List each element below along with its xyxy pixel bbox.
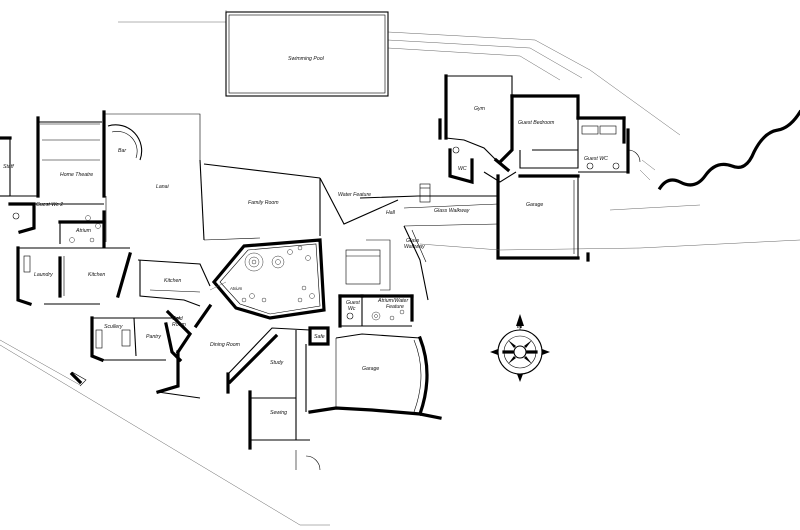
garage-top-block: Garage [496,174,590,262]
swimming-pool: Swimming Pool [225,11,389,97]
room-label-safe: Safe [314,334,325,340]
garage-bottom-block: Garage [308,333,442,420]
atrium-center: Atrium [211,238,326,320]
room-label-water-feature: Water Feature [338,192,371,198]
compass: N [490,314,550,382]
room-label-study: Study [270,360,284,366]
room-label-scullery: Scullery [104,324,123,330]
room-label-home-theatre: Home Theatre [60,172,93,178]
north-arrow-icon [516,314,524,326]
west-wing: Staff Home Theatre Bar [0,110,148,198]
compass-north-label: N [517,323,522,330]
room-label-sewing: Sewing [270,410,287,416]
room-label-garage-top: Garage [526,202,543,208]
kitchen-right: Kitchen [137,259,211,307]
room-label-pantry: Pantry [146,334,161,340]
room-label-hall: Hall [386,210,396,216]
stairs [345,239,391,291]
room-label-garage-bottom: Garage [362,366,379,372]
lanai: Lanai [105,113,205,242]
room-label-kitchen-right: Kitchen [164,278,181,284]
misc-lines [69,243,501,387]
room-label-bar: Bar [118,148,126,154]
room-label-gym: Gym [474,106,486,112]
dining-study-block: Dining Room Safe Study Sewing [156,303,330,471]
room-label-atrium-left: Atrium [75,228,92,234]
retaining-wall [639,109,800,191]
atrium-left-block: Guest Wc 2 Atrium [8,202,106,248]
room-label-glass-walkway-1: Glass Walkway [434,208,470,214]
room-label-guest-wc-top: Guest WC [584,156,608,162]
north-wing: Gym Guest Bedroom Guest WC WC [438,74,641,185]
room-label-laundry: Laundry [34,272,53,278]
room-label-wc: WC [458,166,467,172]
room-label-lanai: Lanai [156,184,170,190]
room-label-atrium-center: Atrium [229,286,243,291]
room-label-staff: Staff [3,164,14,170]
room-label-dining-room: Dining Room [210,342,241,348]
family-room: Family Room Water Feature [203,163,399,241]
room-label-family-room: Family Room [248,200,279,206]
room-label-guest-wc-2: Guest Wc 2 [36,202,63,208]
room-label-swimming-pool: Swimming Pool [288,56,325,62]
room-label-kitchen-left: Kitchen [88,272,105,278]
room-label-guest-bedroom: Guest Bedroom [518,120,555,126]
service-block: Laundry Kitchen [16,246,132,307]
site-boundary [0,10,800,526]
